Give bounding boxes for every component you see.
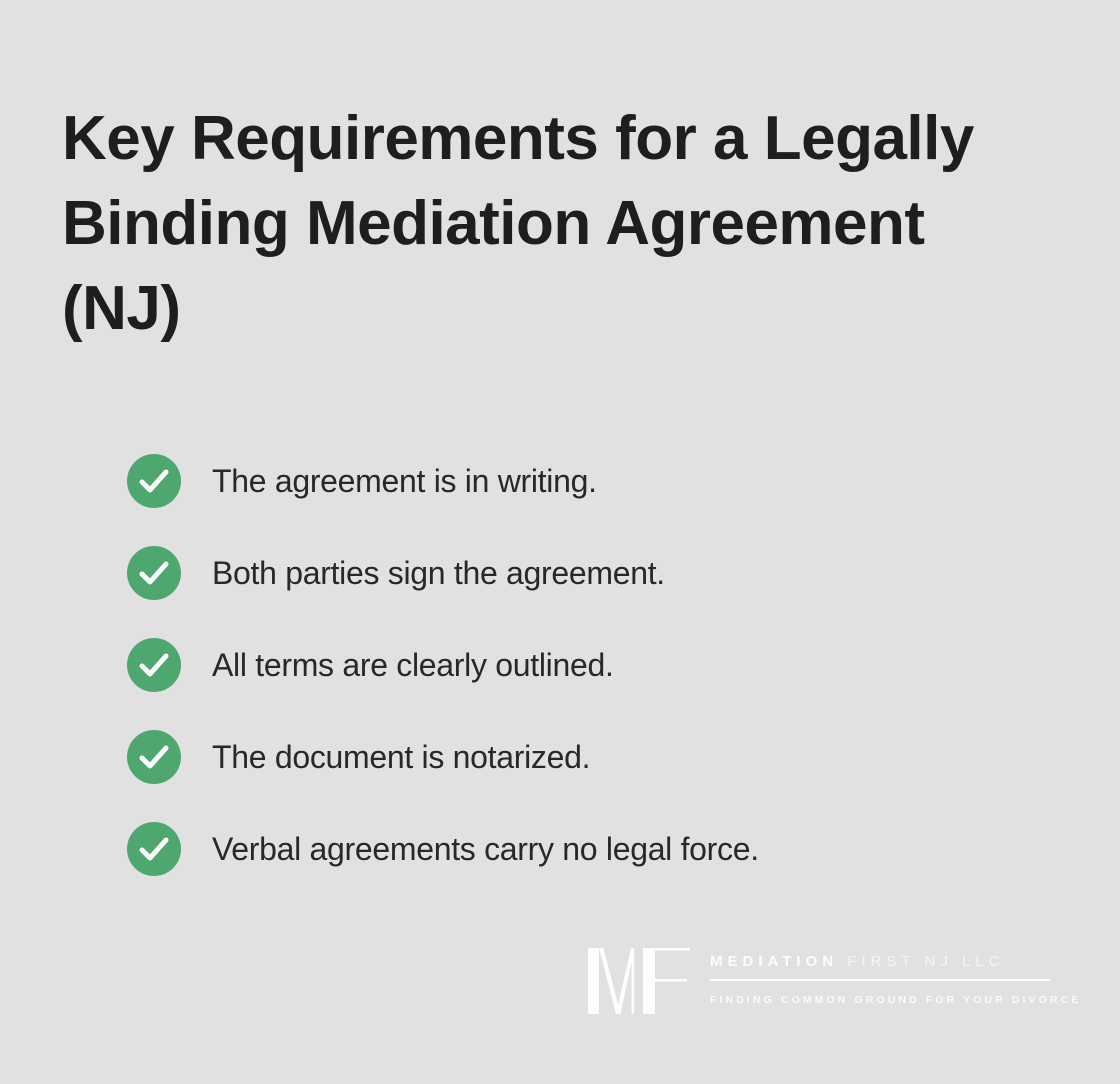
mediation-first-logo: MEDIATION FIRST NJ LLC FINDING COMMON GR…: [588, 948, 1081, 1019]
checkmark-circle-icon: [127, 822, 181, 876]
checklist-item: All terms are clearly outlined.: [127, 638, 759, 692]
checklist-item: The document is notarized.: [127, 730, 759, 784]
checkmark-circle-icon: [127, 454, 181, 508]
page-title: Key Requirements for a Legally Binding M…: [62, 96, 1072, 351]
brand-tagline: FINDING COMMON GROUND FOR YOUR DIVORCE: [710, 994, 1082, 1006]
checklist-item-text: Both parties sign the agreement.: [212, 554, 665, 591]
brand-name-bold: MEDIATION: [710, 953, 848, 970]
page-title-line: Key Requirements for a Legally: [62, 104, 974, 173]
checkmark-circle-icon: [127, 730, 181, 784]
checkmark-circle-icon: [127, 638, 181, 692]
brand-divider: [710, 979, 1050, 981]
checklist-item: The agreement is in writing.: [127, 454, 759, 508]
logo-text-block: MEDIATION FIRST NJ LLC FINDING COMMON GR…: [710, 948, 1081, 1008]
requirements-checklist: The agreement is in writing. Both partie…: [127, 454, 759, 914]
page-title-line: Binding Mediation Agreement: [62, 189, 925, 258]
checklist-item-text: The agreement is in writing.: [212, 462, 597, 499]
brand-name-light: FIRST NJ LLC: [847, 953, 1005, 970]
checklist-item-text: Verbal agreements carry no legal force.: [212, 830, 759, 867]
checkmark-circle-icon: [127, 546, 181, 600]
brand-name: MEDIATION FIRST NJ LLC: [710, 953, 1004, 970]
checklist-item-text: All terms are clearly outlined.: [212, 646, 614, 683]
checklist-item: Verbal agreements carry no legal force.: [127, 822, 759, 876]
checklist-item: Both parties sign the agreement.: [127, 546, 759, 600]
mf-monogram-icon: [588, 948, 690, 1019]
checklist-item-text: The document is notarized.: [212, 738, 591, 775]
page-title-line: (NJ): [62, 274, 181, 343]
